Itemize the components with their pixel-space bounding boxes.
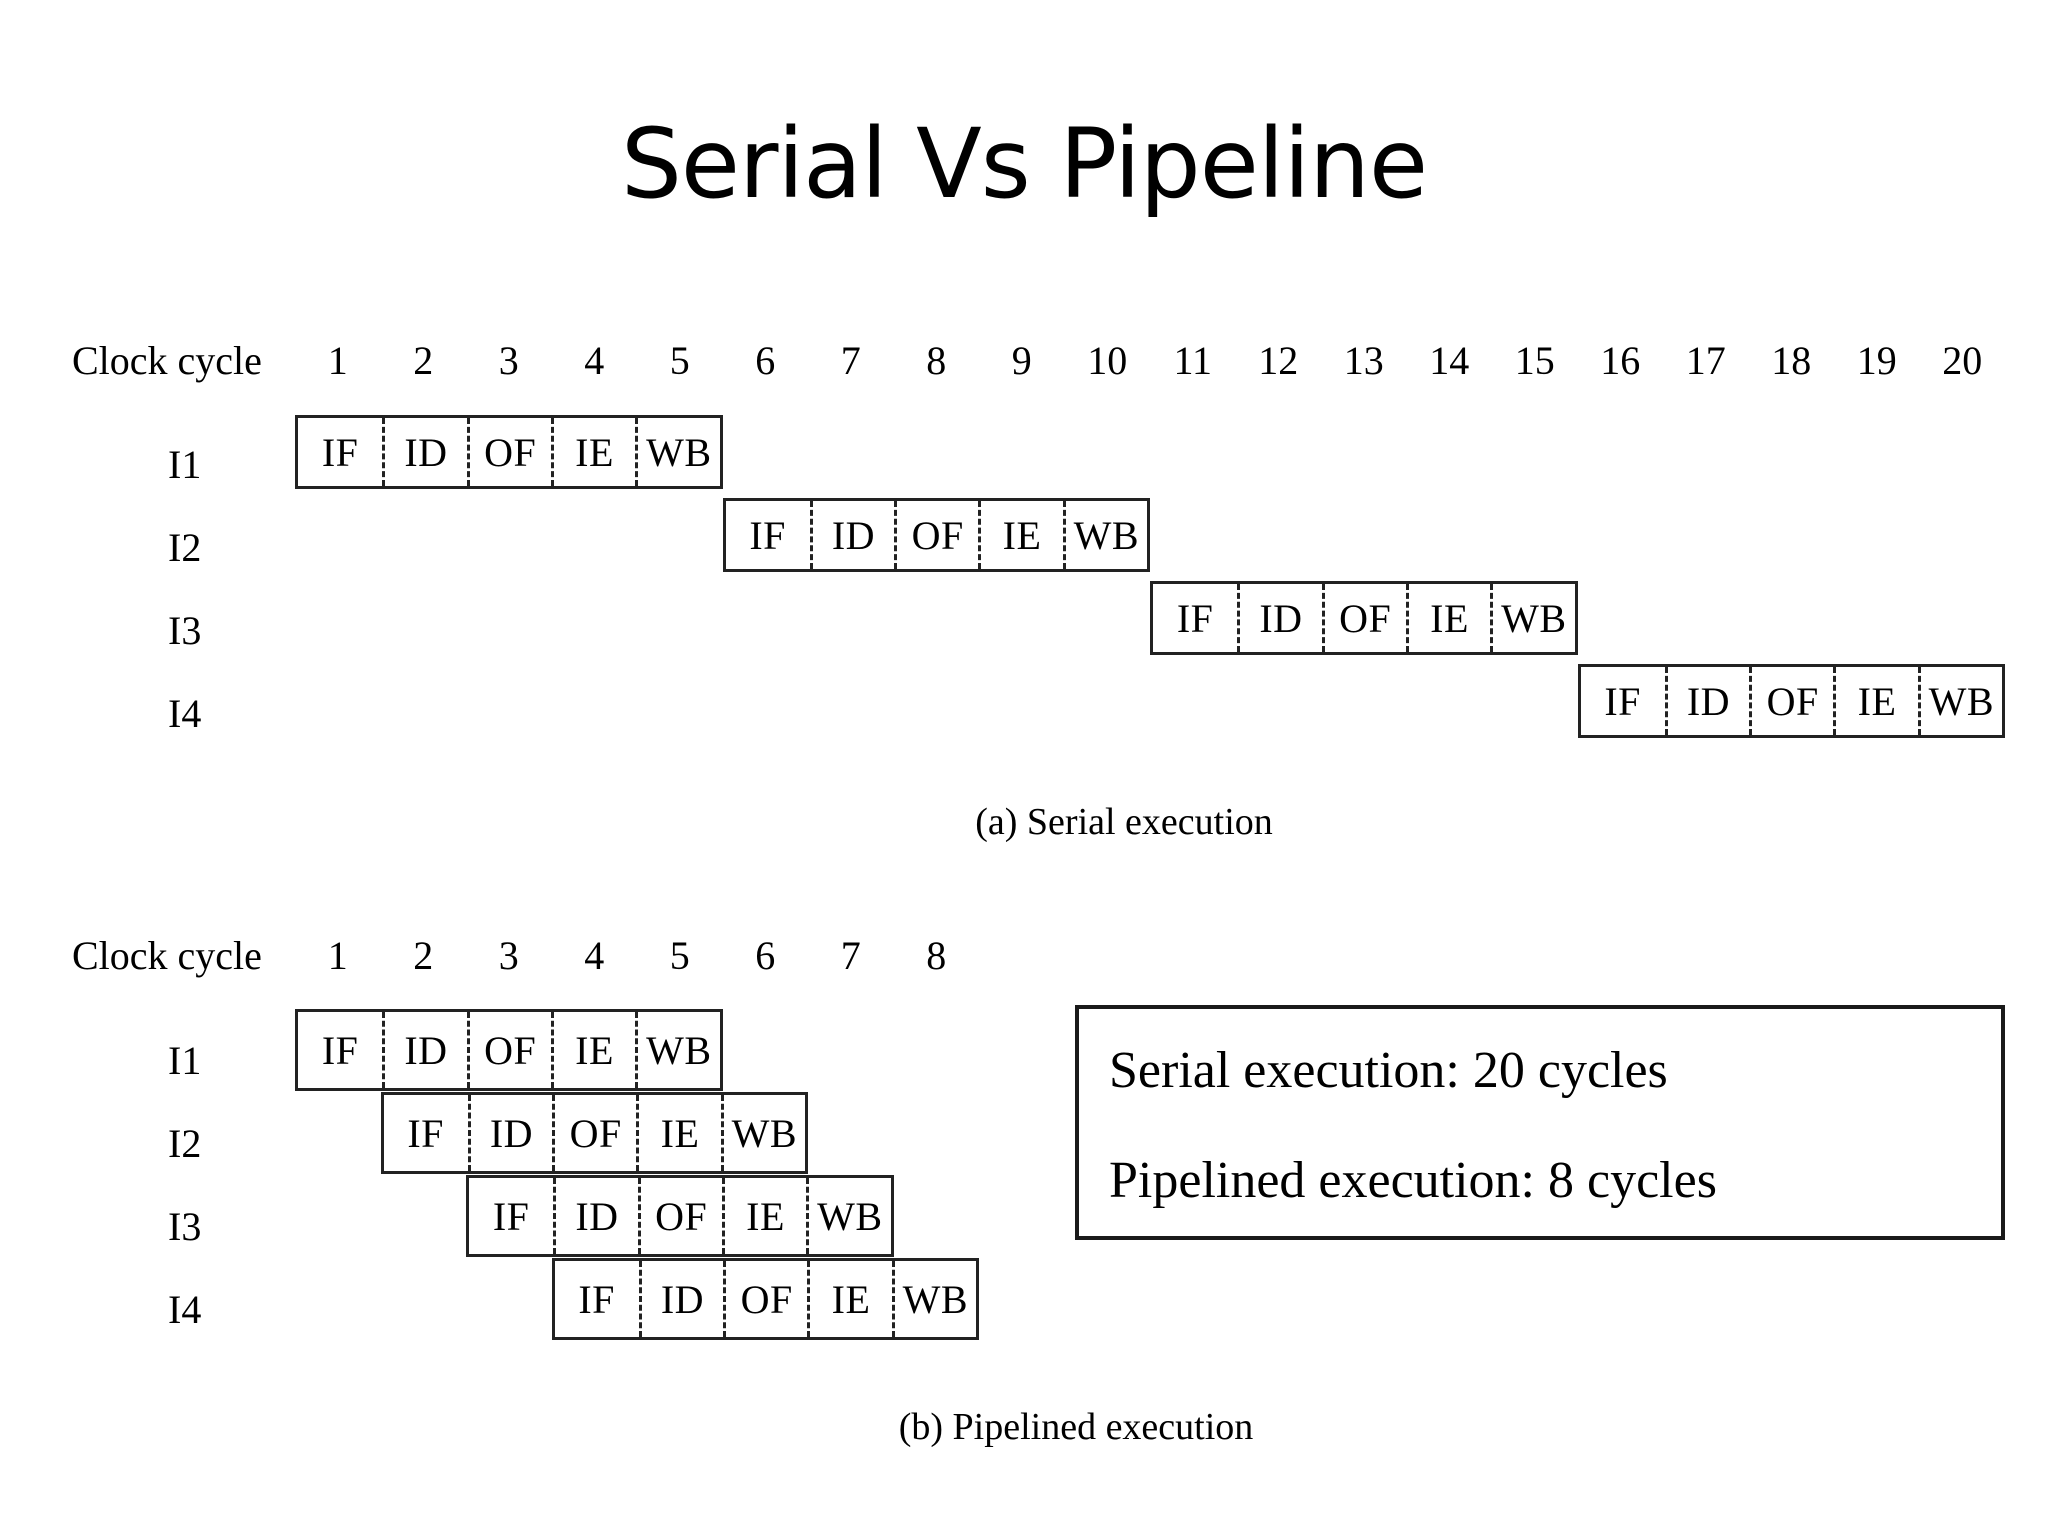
serial-stage-cell-i3-wb: WB: [1490, 584, 1574, 652]
clock-tick-1: 1: [327, 338, 348, 383]
pipelined-stage-cell-i2-ie: IE: [636, 1095, 720, 1171]
serial-stage-cell-i3-ie: IE: [1405, 584, 1490, 652]
serial-stage-cell-i3-id: ID: [1237, 584, 1321, 652]
pipelined-stage-cell-i3-if: IF: [492, 1193, 530, 1239]
pipelined-stage-cell-i3-wb: WB: [806, 1178, 890, 1254]
serial-clock-cycle-label: Clock cycle: [72, 338, 262, 383]
clock-tick-19: 19: [1856, 338, 1897, 383]
serial-stage-cell-i2-if: IF: [749, 512, 786, 558]
pipelined-stage-cell-i4-ie: IE: [807, 1261, 891, 1337]
clock-tick-8: 8: [926, 338, 947, 383]
serial-stage-cell-i3-of: OF: [1321, 584, 1406, 652]
serial-instruction-label-i2: I2: [168, 525, 202, 570]
clock-tick-11: 11: [1173, 338, 1212, 383]
clock-tick-5: 5: [669, 338, 690, 383]
serial-stage-cell-i1-if: IF: [321, 429, 359, 475]
clock-tick-6: 6: [755, 933, 776, 978]
clock-tick-13: 13: [1343, 338, 1384, 383]
pipelined-instruction-label-i2: I2: [168, 1121, 202, 1166]
pipelined-instruction-label-i4: I4: [168, 1287, 202, 1332]
clock-tick-9: 9: [1011, 338, 1032, 383]
clock-tick-2: 2: [413, 933, 434, 978]
serial-stage-cell-i4-ie: IE: [1833, 667, 1917, 735]
clock-tick-7: 7: [840, 338, 861, 383]
serial-stage-cell-i2-id: ID: [809, 501, 894, 569]
clock-tick-4: 4: [584, 933, 605, 978]
clock-tick-3: 3: [498, 338, 519, 383]
clock-tick-20: 20: [1942, 338, 1983, 383]
clock-tick-3: 3: [498, 933, 519, 978]
pipelined-stage-cell-i3-ie: IE: [721, 1178, 806, 1254]
serial-stage-cell-i4-wb: WB: [1917, 667, 2002, 735]
page-title: Serial Vs Pipeline: [620, 108, 1428, 220]
pipelined-instruction-label-i1: I1: [168, 1038, 202, 1083]
clock-tick-8: 8: [926, 933, 947, 978]
pipelined-stage-cell-i2-of: OF: [552, 1095, 636, 1171]
pipelined-stage-cell-i1-id: ID: [382, 1012, 466, 1088]
pipelined-stage-cell-i4-of: OF: [723, 1261, 807, 1337]
clock-tick-1: 1: [327, 933, 348, 978]
pipelined-execution-caption: (b) Pipelined execution: [898, 1406, 1254, 1448]
clock-tick-15: 15: [1514, 338, 1555, 383]
pipelined-instruction-label-i3: I3: [168, 1204, 202, 1249]
serial-stage-cell-i2-wb: WB: [1062, 501, 1147, 569]
serial-stage-cell-i4-of: OF: [1749, 667, 1833, 735]
clock-tick-6: 6: [755, 338, 776, 383]
clock-tick-5: 5: [669, 933, 690, 978]
pipelined-clock-cycle-axis: Clock cycle 1 2 3 4 5 6 7 8: [72, 930, 1072, 982]
clock-tick-14: 14: [1429, 338, 1470, 383]
serial-stage-cell-i1-ie: IE: [550, 418, 635, 486]
serial-instruction-label-i1: I1: [168, 442, 202, 487]
pipelined-stage-cell-i2-id: ID: [467, 1095, 552, 1171]
pipelined-stage-cell-i4-wb: WB: [891, 1261, 976, 1337]
serial-stage-cell-i3-if: IF: [1176, 595, 1214, 641]
summary-box: Serial execution: 20 cycles Pipelined ex…: [1075, 1005, 2005, 1240]
clock-tick-12: 12: [1258, 338, 1299, 383]
clock-tick-4: 4: [584, 338, 605, 383]
serial-stage-cell-i4-id: ID: [1664, 667, 1749, 735]
serial-instruction-label-i4: I4: [168, 691, 202, 736]
pipelined-stage-cell-i1-ie: IE: [550, 1012, 635, 1088]
serial-stage-cell-i2-of: OF: [894, 501, 978, 569]
pipelined-stage-cell-i3-of: OF: [637, 1178, 722, 1254]
clock-tick-2: 2: [413, 338, 434, 383]
clock-tick-10: 10: [1087, 338, 1128, 383]
pipelined-stage-cell-i4-if: IF: [578, 1276, 615, 1322]
summary-serial-cycles: Serial execution: 20 cycles: [1109, 1042, 1668, 1099]
pipelined-stage-cell-i3-id: ID: [553, 1178, 637, 1254]
clock-tick-7: 7: [840, 933, 861, 978]
summary-pipelined-cycles: Pipelined execution: 8 cycles: [1109, 1152, 1717, 1209]
pipelined-stage-cell-i2-if: IF: [407, 1110, 444, 1156]
pipelined-stage-cell-i1-wb: WB: [635, 1012, 719, 1088]
serial-stage-cell-i1-of: OF: [466, 418, 551, 486]
serial-instruction-label-i3: I3: [168, 608, 202, 653]
pipelined-stage-cell-i1-of: OF: [466, 1012, 551, 1088]
clock-tick-17: 17: [1685, 338, 1726, 383]
serial-stage-cell-i4-if: IF: [1604, 678, 1641, 724]
serial-stage-cell-i1-id: ID: [382, 418, 466, 486]
clock-tick-18: 18: [1771, 338, 1812, 383]
pipelined-clock-tick-list: 1 2 3 4 5 6 7 8: [72, 930, 947, 982]
serial-execution-caption: (a) Serial execution: [975, 801, 1273, 843]
pipelined-clock-cycle-label: Clock cycle: [72, 933, 262, 978]
pipelined-stage-cell-i1-if: IF: [321, 1027, 359, 1073]
serial-stage-cell-i1-wb: WB: [635, 418, 719, 486]
pipelined-stage-cell-i2-wb: WB: [720, 1095, 805, 1171]
serial-stage-cell-i2-ie: IE: [978, 501, 1062, 569]
pipelined-stage-cell-i4-id: ID: [638, 1261, 723, 1337]
clock-tick-16: 16: [1600, 338, 1641, 383]
